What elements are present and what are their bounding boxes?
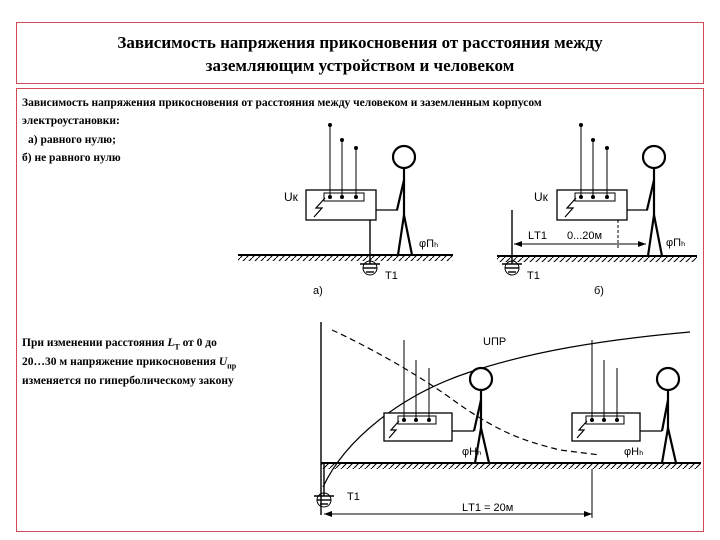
equipment-c-right xyxy=(571,340,662,442)
person-leg-left-a xyxy=(396,214,406,256)
label-t1-c: Т1 xyxy=(347,491,360,503)
diagram-b: Uк LТ1 0...20м φПₕ Т1 б) xyxy=(497,123,697,297)
fault-bolt-c-right xyxy=(576,420,588,439)
person-c-right xyxy=(655,366,681,464)
slide-title-line-1: Зависимость напряжения прикосновения от … xyxy=(117,33,603,52)
label-t1-a: Т1 xyxy=(385,270,398,282)
title-box: Зависимость напряжения прикосновения от … xyxy=(16,22,704,84)
person-leg-left-b xyxy=(646,214,656,257)
wire-a-1-end xyxy=(328,123,332,127)
touch-voltage-curve xyxy=(322,331,691,488)
wire-b-1-end xyxy=(579,123,583,127)
ground-hatch-c xyxy=(321,463,701,469)
change-line-3: изменяется по гиперболическому закону xyxy=(22,375,234,387)
change-line-1-pre: При изменении расстояния xyxy=(22,337,168,349)
change-line-2-pre: 20…30 м напряжение прикосновения xyxy=(22,356,219,368)
change-line-1-post: от 0 до xyxy=(179,337,217,349)
person-leg-left-c-right xyxy=(660,427,670,464)
upr-variable: U xyxy=(218,356,228,368)
equipment-b xyxy=(556,123,648,221)
label-lt-b: LТ1 xyxy=(528,230,547,242)
label-uk-a: Uк xyxy=(284,190,299,204)
label-phi-b: φПₕ xyxy=(666,237,686,249)
arrowhead-right-c xyxy=(584,511,592,517)
person-arm-a xyxy=(395,179,406,211)
label-uk-b: Uк xyxy=(534,190,549,204)
caption-a: а) xyxy=(313,285,323,297)
upr-subscript: пр xyxy=(227,361,237,371)
wire-a-2-end xyxy=(340,138,344,142)
change-line-2: 20…30 м напряжение прикосновения Uпр xyxy=(22,354,236,374)
ground-electrode-b xyxy=(502,210,522,276)
ground-hatch-b xyxy=(497,256,697,262)
person-arm-b xyxy=(645,179,656,211)
change-line-1: При изменении расстояния LT от 0 до xyxy=(22,335,217,355)
person-leg-right-a xyxy=(402,214,414,256)
label-phi-a: φПₕ xyxy=(419,238,439,250)
potential-curve-dashed xyxy=(331,329,601,456)
diagram-c: UПР φНₕ φНₕ Т1 LТ1 = 20м xyxy=(314,322,701,518)
lt-subscript: T xyxy=(174,342,180,352)
intro-line-1: Зависимость напряжения прикосновения от … xyxy=(22,97,542,109)
fault-bolt-b xyxy=(564,197,577,218)
ground-electrode-a xyxy=(360,220,380,276)
person-head-c-left xyxy=(468,366,494,392)
wire-b-2-end xyxy=(591,138,595,142)
ground-ring-c xyxy=(316,492,332,508)
case-b-text: б) не равного нулю xyxy=(22,152,121,164)
diagram-a: Uк φПₕ Т1 а) xyxy=(238,123,453,297)
case-a-text: а) равного нулю; xyxy=(28,134,116,146)
person-leg-right-b xyxy=(652,214,664,257)
person-c-left xyxy=(468,366,494,464)
arrowhead-left-c xyxy=(324,511,332,517)
arrowhead-left-b xyxy=(514,241,522,247)
label-lt-c: LТ1 = 20м xyxy=(462,502,513,514)
person-arm-c-left xyxy=(472,399,483,432)
person-head-a xyxy=(391,144,417,170)
fault-bolt-a xyxy=(313,197,326,218)
ground-electrode-c xyxy=(314,462,334,508)
caption-b: б) xyxy=(594,285,604,297)
arrowhead-right-b xyxy=(638,241,646,247)
wire-b-3-end xyxy=(605,146,609,150)
label-range-b: 0...20м xyxy=(567,230,602,242)
person-arm-c-right xyxy=(660,399,670,432)
person-leg-right-c-left xyxy=(479,427,491,464)
wire-a-3-end xyxy=(354,146,358,150)
label-upr-c: UПР xyxy=(483,336,506,348)
fault-bolt-c-left xyxy=(388,420,400,439)
equipment-c-left xyxy=(383,340,474,442)
lt-variable: L xyxy=(167,337,175,349)
label-phi-c-left: φНₕ xyxy=(462,446,482,458)
person-leg-right-c-right xyxy=(666,427,678,464)
person-head-c-right xyxy=(655,366,681,392)
intro-line-2: электроустановки: xyxy=(22,115,120,127)
person-b xyxy=(641,144,667,257)
label-phi-c-right: φНₕ xyxy=(624,446,644,458)
equipment-a xyxy=(305,123,398,221)
person-a xyxy=(391,144,417,256)
person-leg-left-c-left xyxy=(473,427,483,464)
label-t1-b: Т1 xyxy=(527,270,540,282)
ground-ring-b xyxy=(504,260,520,276)
content-box xyxy=(16,88,704,532)
slide-title-line-2: заземляющим устройством и человеком xyxy=(205,56,515,75)
person-head-b xyxy=(641,144,667,170)
ground-hatch-a xyxy=(238,255,453,261)
ground-ring-a xyxy=(362,260,378,276)
